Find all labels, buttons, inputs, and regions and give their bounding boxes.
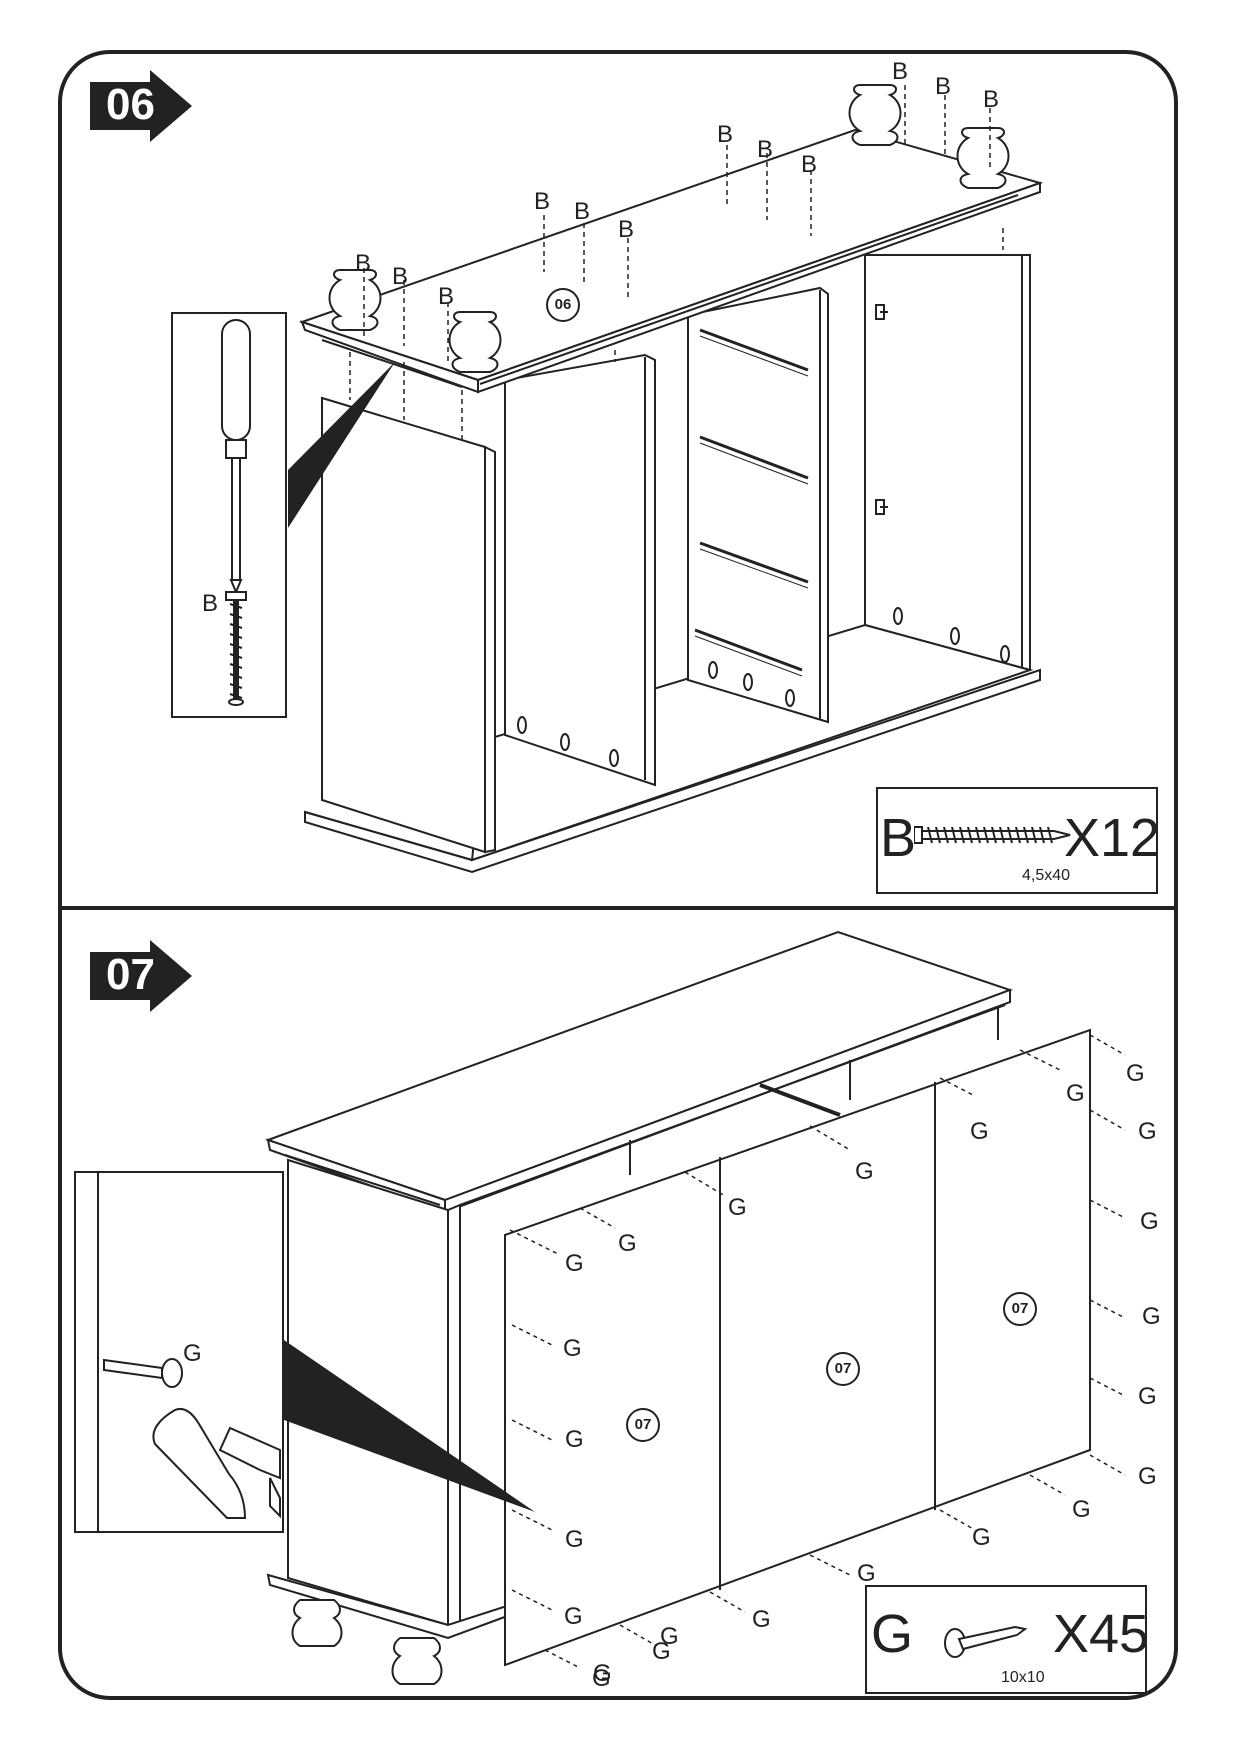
nail-label: G	[618, 1230, 637, 1257]
nail-label: G	[970, 1118, 989, 1145]
screw-label: B	[438, 283, 455, 310]
nail-label: G	[1142, 1303, 1161, 1330]
nail-label: G	[565, 1426, 584, 1453]
nail-label: G	[565, 1250, 584, 1277]
part-number-badge: 07	[1003, 1292, 1037, 1326]
screw-label: B	[757, 136, 774, 163]
nail-label: G	[565, 1526, 584, 1553]
step-number: 07	[106, 950, 155, 999]
hardware-quantity: X45	[1053, 1604, 1150, 1664]
hardware-letter: G	[871, 1604, 914, 1664]
nail-label: G	[1138, 1383, 1157, 1410]
inset-nail-label: G	[183, 1340, 202, 1367]
hardware-size: 10x10	[1001, 1669, 1045, 1686]
screw-label: B	[392, 263, 409, 290]
screw-label: B	[892, 58, 909, 85]
screw-label: B	[801, 151, 818, 178]
screw-label: B	[574, 198, 591, 225]
nail-label: G	[1140, 1208, 1159, 1235]
hardware-box: G X45 10x10	[865, 1585, 1150, 1694]
nail-icon	[944, 1625, 1028, 1658]
step-divider	[58, 906, 1178, 910]
nail-label: G	[1138, 1118, 1157, 1145]
screw-label: B	[355, 250, 372, 277]
nail-label: G	[592, 1665, 611, 1692]
screw-label: B	[534, 188, 551, 215]
nail-label: G	[564, 1603, 583, 1630]
nail-label: G	[1066, 1080, 1085, 1107]
screw-label: B	[717, 121, 734, 148]
nail-label: G	[857, 1560, 876, 1587]
screw-label: B	[618, 216, 635, 243]
nail-label: G	[972, 1524, 991, 1551]
hardware-box: B X12 4,5x40	[876, 787, 1161, 894]
nail-label: G	[752, 1606, 771, 1633]
step-arrow-icon	[90, 70, 192, 142]
step-number: 06	[106, 80, 155, 129]
part-number-badge: 07	[626, 1408, 660, 1442]
part-number-badge: 07	[826, 1352, 860, 1386]
nail-label: G	[593, 1660, 612, 1687]
nail-label: G	[652, 1638, 671, 1665]
step-arrow-icon	[90, 940, 192, 1012]
nail-label: G	[660, 1623, 679, 1650]
screw-label: B	[935, 73, 952, 100]
hardware-size: 4,5x40	[1022, 867, 1071, 884]
page-frame	[58, 50, 1178, 1700]
nail-label: G	[1138, 1463, 1157, 1490]
nail-label: G	[1126, 1060, 1145, 1087]
screw-label: B	[983, 86, 1000, 113]
hardware-quantity: X12	[1064, 808, 1161, 868]
inset-screw-label: B	[202, 590, 219, 617]
nail-label: G	[1072, 1496, 1091, 1523]
hardware-letter: B	[880, 808, 917, 868]
part-number-badge: 06	[546, 288, 580, 322]
nail-label: G	[855, 1158, 874, 1185]
nail-label: G	[563, 1335, 582, 1362]
nail-label: G	[728, 1194, 747, 1221]
screw-icon	[914, 826, 1071, 844]
